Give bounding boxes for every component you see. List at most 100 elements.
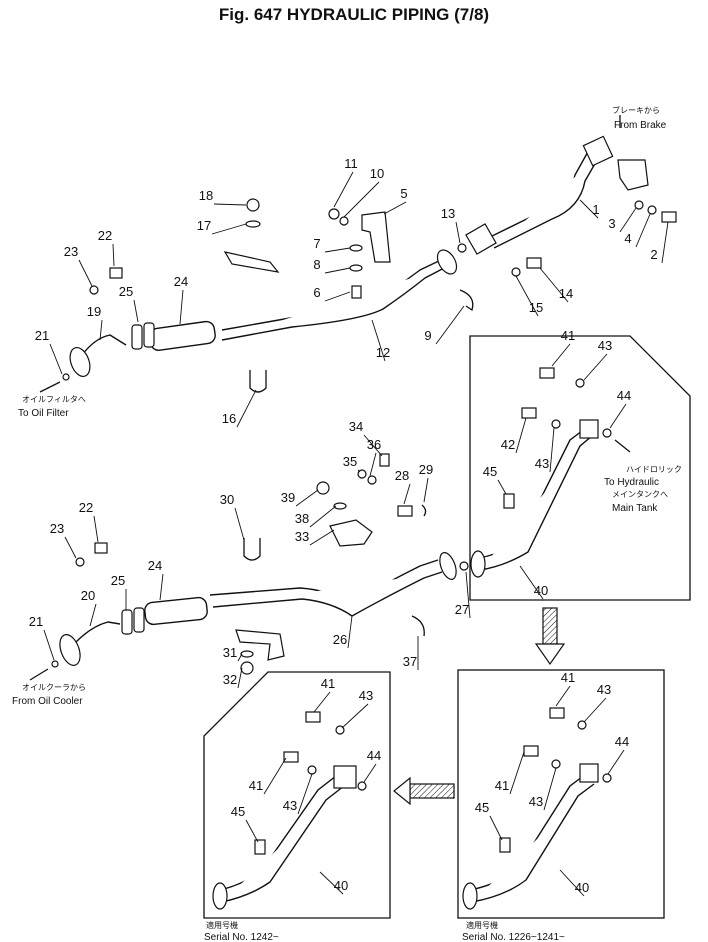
hose-24-upper	[149, 320, 216, 352]
clamp-25b	[143, 322, 155, 348]
hose-24-lower	[144, 596, 208, 626]
oring-13	[457, 243, 467, 253]
callout-label: 43	[598, 338, 612, 353]
callout-leader	[435, 305, 465, 345]
detail-box-early	[457, 669, 665, 919]
caption-from-brake: From Brake	[614, 120, 667, 131]
callout-leader	[319, 871, 344, 895]
brake-connector	[582, 135, 614, 167]
callout-leader	[49, 343, 63, 375]
oring-44-a	[602, 428, 612, 438]
caption-from-oil-cooler: From Oil Cooler	[12, 696, 83, 707]
callout-label: 40	[575, 880, 589, 895]
callout-leader	[43, 629, 55, 661]
flange-40-a	[470, 550, 486, 578]
callout-label: 44	[615, 734, 629, 749]
caption-serial-late: Serial No. 1242~	[204, 932, 279, 942]
caption-from-brake-jp: ブレーキから	[612, 105, 660, 115]
bolt-41-a	[539, 367, 555, 379]
callout-label: 32	[223, 672, 237, 687]
callout-label: 41	[561, 328, 575, 343]
callout-leader	[237, 667, 243, 689]
callout-leader	[64, 536, 77, 559]
washer-38	[333, 502, 347, 510]
fitting-45-a	[503, 493, 515, 509]
callout-label: 36	[367, 437, 381, 452]
clamp-25c	[121, 609, 133, 635]
flange-26	[439, 552, 457, 580]
plate-upper	[223, 251, 280, 273]
callout-leader	[363, 434, 383, 457]
bracket-33	[329, 519, 373, 547]
washer-43-d	[307, 765, 317, 775]
flange-40-b	[212, 882, 228, 910]
callout-leader	[309, 529, 335, 546]
arrow-left	[393, 776, 455, 806]
callout-leader	[515, 417, 527, 454]
callout-leader	[619, 207, 637, 233]
callout-label: 22	[98, 228, 112, 243]
washer-43-f	[551, 759, 561, 769]
callout-label: 4	[624, 231, 631, 246]
bracket-5	[361, 211, 391, 263]
callout-label: 42	[501, 437, 515, 452]
callout-leader	[341, 703, 369, 729]
washer-8	[349, 264, 363, 272]
callout-leader	[519, 565, 544, 600]
pipe-19	[81, 334, 127, 356]
callout-leader	[313, 691, 331, 713]
callout-label: 23	[64, 244, 78, 259]
callout-leader	[211, 223, 247, 235]
pipe-26-lower	[212, 571, 443, 617]
pipe-40-c2	[471, 783, 595, 903]
pipe-20	[75, 621, 121, 643]
bolt-34	[379, 453, 390, 467]
callout-label: 28	[395, 468, 409, 483]
callout-label: 40	[534, 583, 548, 598]
callout-label: 45	[483, 464, 497, 479]
washer-43-e	[577, 720, 587, 730]
pipe-40-a2	[479, 435, 593, 571]
detail-box-current	[469, 335, 691, 601]
callout-label: 30	[220, 492, 234, 507]
detail-box-3	[457, 669, 665, 919]
callout-leader	[583, 353, 608, 381]
flange-upper	[436, 249, 458, 275]
callout-leader	[234, 507, 245, 541]
callout-label: 40	[334, 878, 348, 893]
oring-44-b	[357, 781, 367, 791]
caption-serial-early: Serial No. 1226~1241~	[462, 932, 565, 942]
callout-leader	[357, 469, 361, 473]
callout-leader	[99, 319, 103, 341]
bolt-41-e	[523, 745, 539, 757]
washer-43-a	[575, 378, 585, 388]
callout-leader	[343, 181, 380, 218]
washer-7	[349, 244, 363, 252]
callout-label: 6	[313, 285, 320, 300]
flange-19	[69, 346, 91, 378]
callout-label: 43	[529, 794, 543, 809]
callout-leader	[295, 489, 319, 507]
oring-21-lower	[51, 660, 59, 668]
callout-label: 24	[174, 274, 188, 289]
callout-leader	[324, 267, 351, 274]
bolt-2	[661, 211, 677, 223]
arrow-to-oil-filter	[39, 381, 61, 393]
nut-18	[246, 198, 260, 212]
callout-label: 2	[650, 247, 657, 262]
pipe-12-lower	[221, 265, 449, 341]
callout-leader	[555, 685, 571, 707]
callout-leader	[551, 343, 571, 367]
callout-leader	[179, 289, 184, 325]
callout-label: 41	[249, 778, 263, 793]
clamp-25a	[131, 324, 143, 350]
nut-11	[328, 208, 340, 220]
fitting-45-b	[254, 839, 266, 855]
callout-label: 15	[529, 300, 543, 315]
flange-1	[465, 223, 497, 255]
caption-serial-late-jp: 適用号機	[206, 920, 238, 930]
callout-leader	[369, 452, 377, 477]
ubolt-30	[243, 538, 261, 561]
bolt-41-c	[283, 751, 299, 763]
